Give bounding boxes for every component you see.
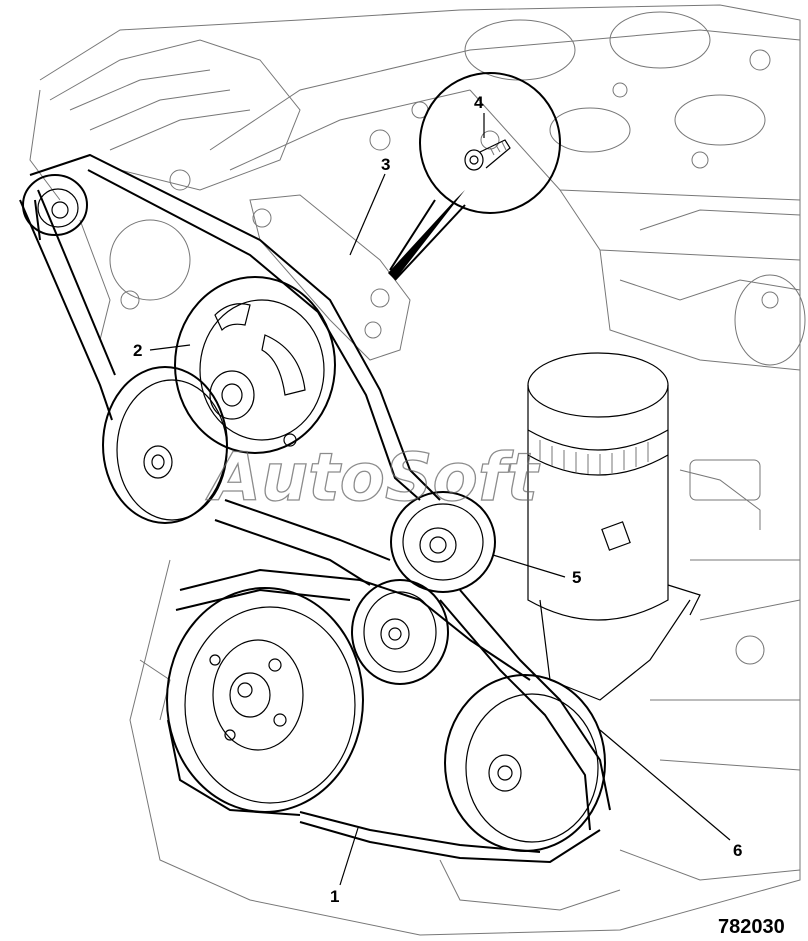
engine-block-outline — [29, 4, 806, 936]
upper-left-pulley — [102, 366, 228, 524]
figure-number: 782030 — [718, 916, 785, 938]
leader-1 — [339, 827, 359, 886]
leader-2 — [149, 344, 191, 351]
alternator-pulley — [22, 174, 88, 236]
crankshaft-pulley — [166, 587, 364, 813]
leader-3 — [349, 173, 386, 256]
lower-right-pulley — [444, 674, 606, 852]
lower-drive-belt — [167, 569, 611, 863]
leader-6 — [599, 729, 731, 841]
watermark: AutoSoft — [205, 439, 541, 516]
callout-5: 5 — [572, 568, 581, 587]
tensioner-pulley — [351, 579, 449, 685]
upper-drive-belt — [19, 154, 441, 586]
callout-1: 1 — [330, 887, 339, 906]
callouts: 4 3 2 5 6 1 — [133, 93, 742, 906]
callout-2: 2 — [133, 341, 142, 360]
callout-6: 6 — [733, 841, 742, 860]
bolt-detail-inset — [388, 72, 561, 281]
callout-3: 3 — [381, 155, 390, 174]
leader-lines — [149, 113, 731, 886]
oil-filter — [527, 352, 701, 701]
water-pump-pulley — [174, 276, 336, 454]
callout-4: 4 — [474, 93, 484, 112]
idler-pulley — [390, 491, 496, 593]
leader-5 — [492, 554, 566, 578]
